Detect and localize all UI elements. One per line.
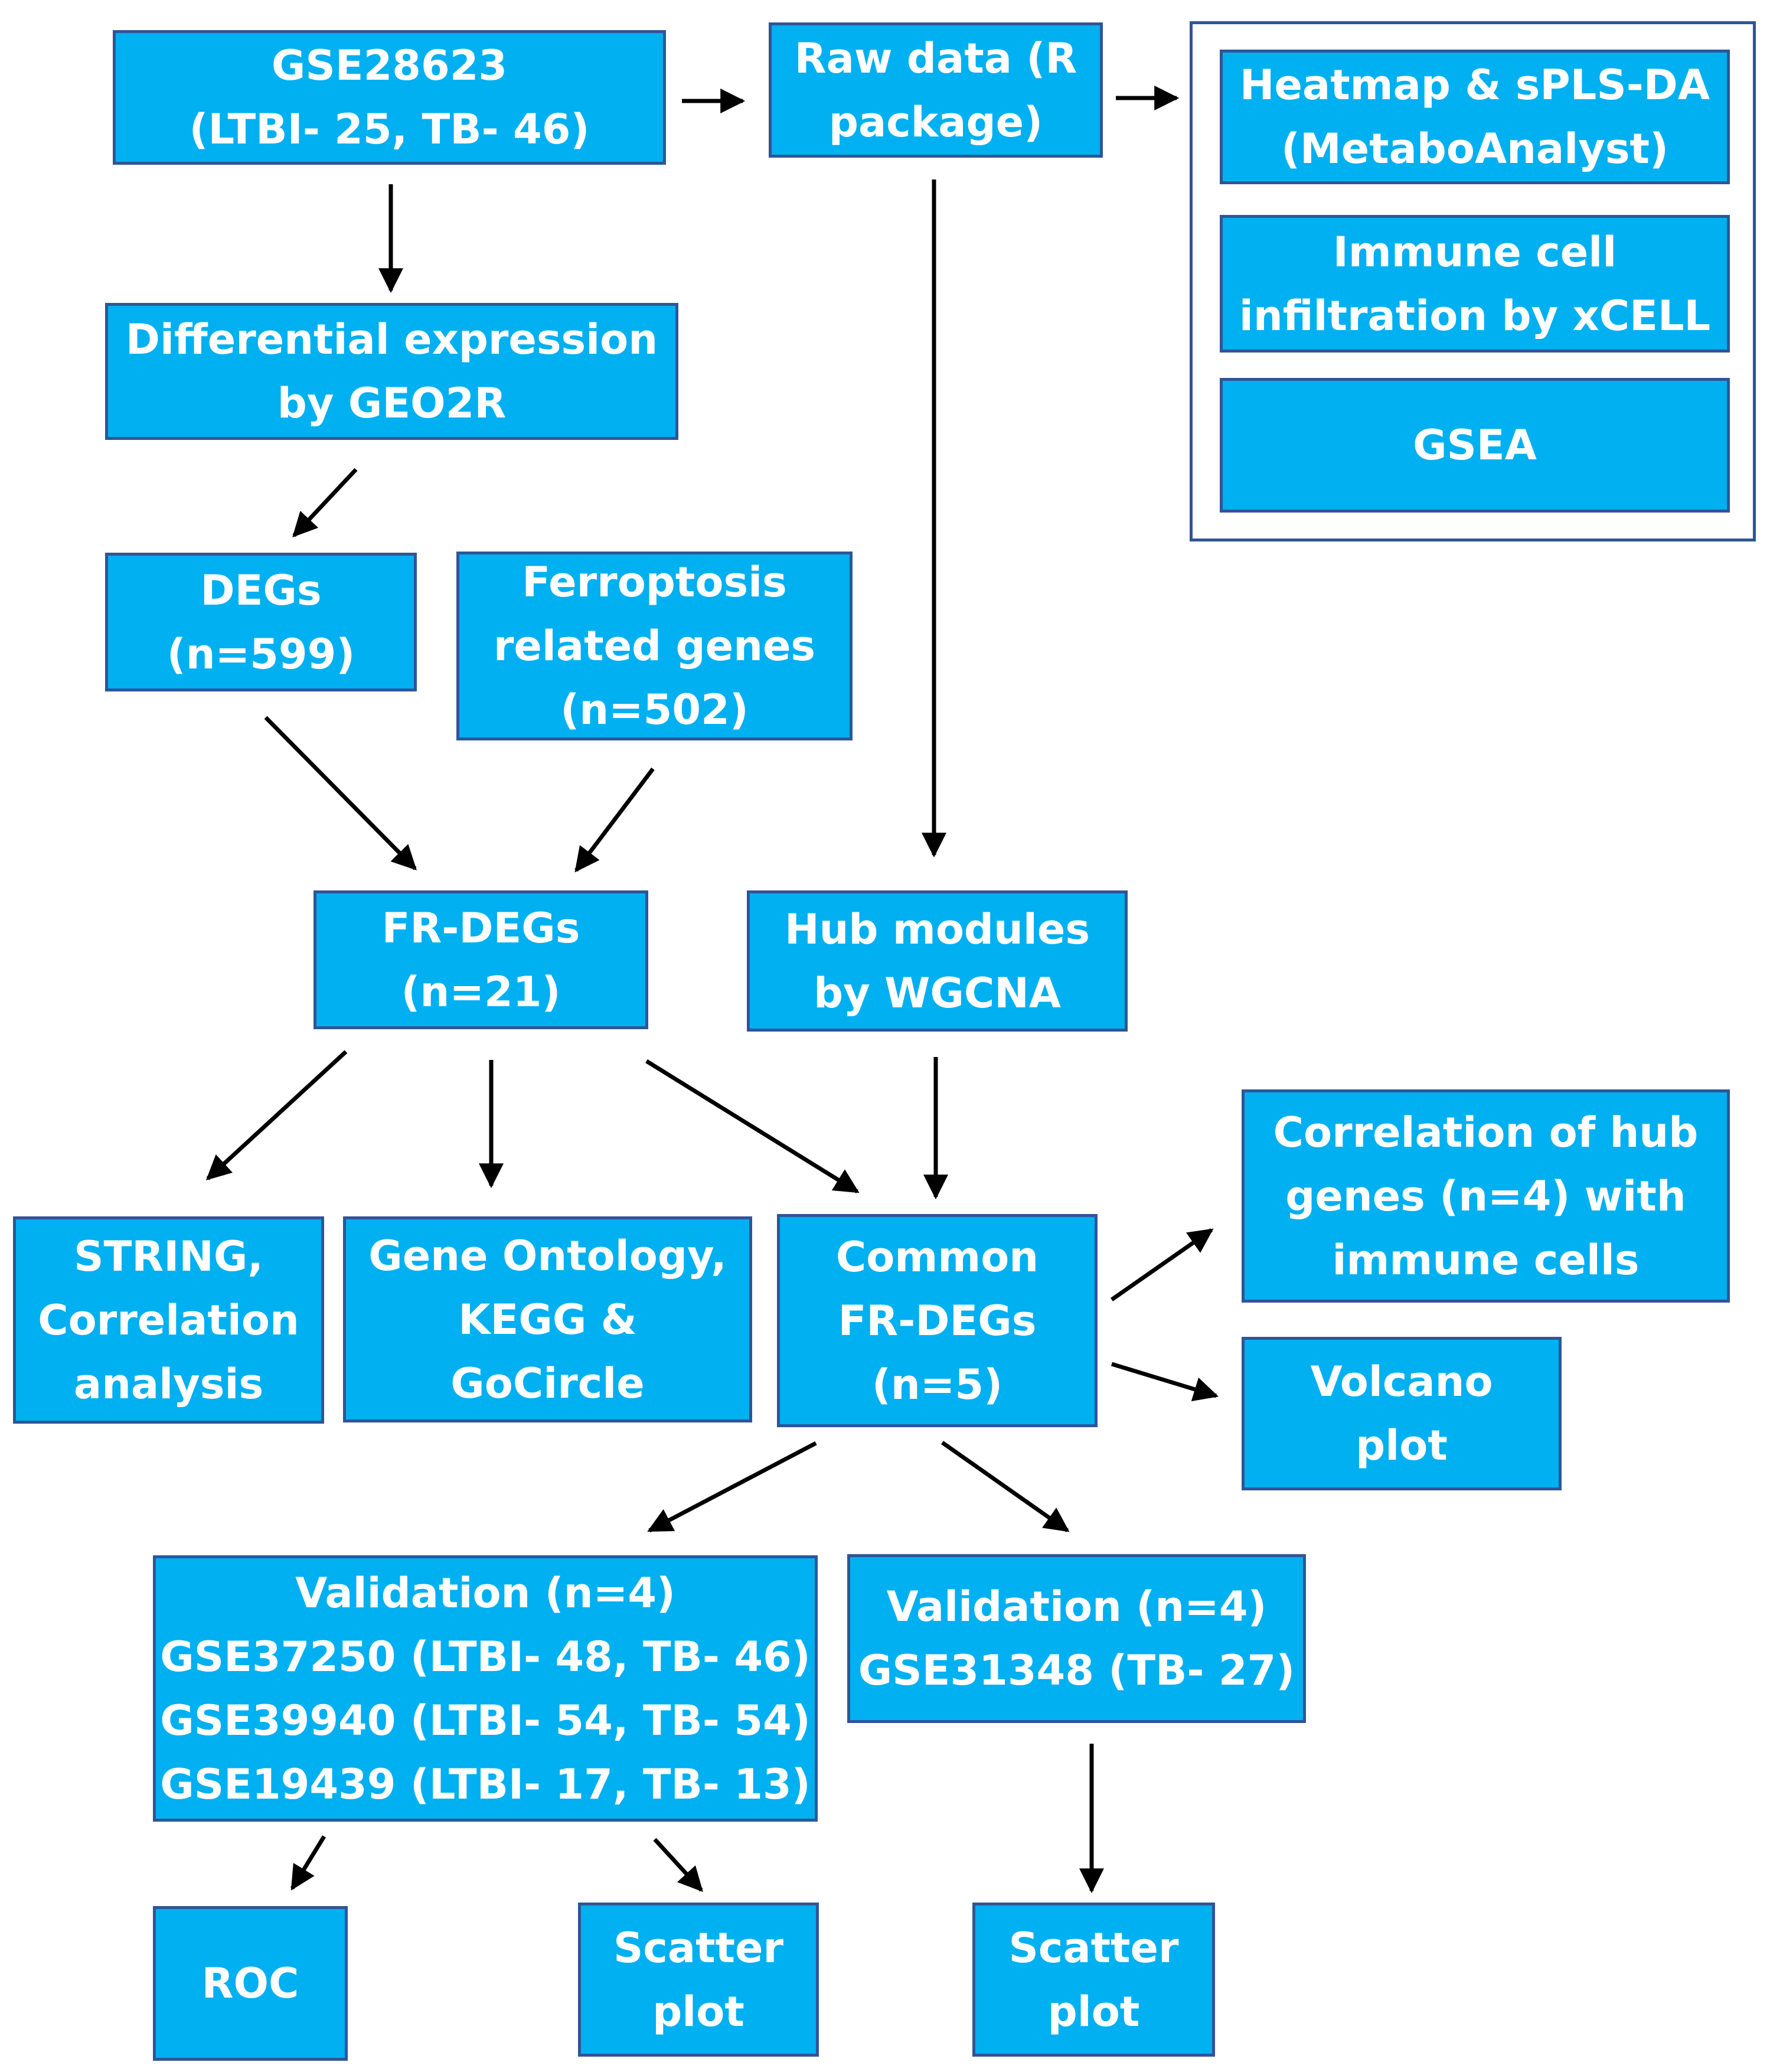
node-hub-modules-line-2: by WGCNA [814, 968, 1061, 1017]
node-raw-data-line-2: package) [828, 97, 1043, 146]
node-diff-expr-line-2: by GEO2R [277, 379, 507, 428]
node-scatter-left-line-2: plot [652, 1987, 744, 2036]
node-gene-ontology-line-1: Gene Ontology, [368, 1231, 727, 1280]
node-string: STRING, Correlation analysis [13, 1216, 324, 1424]
node-gene-ontology-line-2: KEGG & [458, 1295, 637, 1344]
node-correlation-hub-line-3: immune cells [1332, 1235, 1640, 1284]
node-immune-cell-line-2: infiltration by xCELL [1239, 291, 1711, 340]
node-raw-data: Raw data (R package) [769, 22, 1103, 158]
node-degs-line-1: DEGs [200, 566, 322, 615]
node-raw-data-line-1: Raw data (R [794, 34, 1077, 83]
node-immune-cell: Immune cell infiltration by xCELL [1220, 215, 1730, 353]
node-string-line-3: analysis [73, 1359, 264, 1408]
node-heatmap-line-1: Heatmap & sPLS-DA [1239, 61, 1710, 109]
arrow-valleft-to-scatter [653, 1838, 703, 1892]
arrow-frdegs-to-common [645, 1059, 860, 1193]
arrow-common-to-valright [940, 1441, 1070, 1532]
node-fr-degs-line-2: (n=21) [401, 967, 561, 1016]
node-gene-ontology: Gene Ontology, KEGG & GoCircle [343, 1216, 752, 1422]
node-fr-degs: FR-DEGs (n=21) [313, 890, 648, 1029]
node-correlation-hub-line-2: genes (n=4) with [1285, 1172, 1686, 1221]
arrow-common-to-corr [1110, 1228, 1214, 1301]
node-validation-left-line-2: GSE37250 (LTBI- 48, TB- 46) [160, 1632, 811, 1681]
node-common-fr-degs-line-2: FR-DEGs [838, 1296, 1037, 1345]
arrow-valleft-to-roc [290, 1835, 326, 1891]
node-common-fr-degs-line-1: Common [835, 1232, 1039, 1281]
node-ferroptosis-line-1: Ferroptosis [522, 558, 787, 606]
node-diff-expr-line-1: Differential expression [125, 315, 658, 364]
node-gsea: GSEA [1220, 378, 1730, 513]
node-degs-line-2: (n=599) [166, 629, 355, 678]
node-common-fr-degs: Common FR-DEGs (n=5) [777, 1214, 1098, 1427]
node-correlation-hub: Correlation of hub genes (n=4) with immu… [1242, 1089, 1730, 1303]
node-gse28623-line-2: (LTBI- 25, TB- 46) [189, 105, 590, 154]
node-validation-right-line-1: Validation (n=4) [886, 1582, 1267, 1631]
node-hub-modules-line-1: Hub modules [784, 905, 1090, 954]
node-volcano-line-1: Volcano [1310, 1358, 1493, 1406]
node-validation-left-line-1: Validation (n=4) [295, 1568, 675, 1617]
node-heatmap-line-2: (MetaboAnalyst) [1281, 125, 1668, 173]
node-common-fr-degs-line-3: (n=5) [871, 1360, 1003, 1409]
node-string-line-2: Correlation [38, 1296, 299, 1345]
node-roc-line-1: ROC [201, 1959, 299, 2008]
node-volcano-line-2: plot [1356, 1421, 1448, 1470]
node-immune-cell-line-1: Immune cell [1333, 227, 1617, 276]
arrow-degs-to-frdegs [264, 716, 417, 870]
node-string-line-1: STRING, [74, 1232, 263, 1281]
node-ferroptosis-line-2: related genes [493, 622, 816, 670]
node-validation-left-line-3: GSE39940 (LTBI- 54, TB- 54) [160, 1696, 811, 1745]
node-scatter-left-line-1: Scatter [613, 1923, 784, 1972]
arrow-common-to-valleft [647, 1441, 817, 1533]
arrow-diff-to-degs [292, 468, 358, 538]
node-gse28623: GSE28623 (LTBI- 25, TB- 46) [113, 30, 666, 165]
node-fr-degs-line-1: FR-DEGs [381, 903, 580, 952]
node-scatter-left: Scatter plot [578, 1903, 819, 2057]
node-scatter-right-line-2: plot [1047, 1987, 1140, 2036]
node-gsea-line-1: GSEA [1413, 421, 1537, 469]
node-ferroptosis-line-3: (n=502) [560, 686, 749, 734]
node-gse28623-line-1: GSE28623 [271, 41, 508, 90]
node-degs: DEGs (n=599) [105, 553, 417, 691]
node-gene-ontology-line-3: GoCircle [450, 1359, 645, 1408]
node-volcano: Volcano plot [1242, 1337, 1562, 1490]
arrow-frdegs-to-string [205, 1050, 348, 1180]
node-validation-left-line-4: GSE19439 (LTBI- 17, TB- 13) [160, 1760, 811, 1809]
node-correlation-hub-line-1: Correlation of hub [1273, 1108, 1699, 1157]
node-ferroptosis: Ferroptosis related genes (n=502) [456, 552, 853, 740]
node-validation-left: Validation (n=4) GSE37250 (LTBI- 48, TB-… [153, 1555, 818, 1822]
node-scatter-right-line-1: Scatter [1008, 1923, 1179, 1972]
node-hub-modules: Hub modules by WGCNA [747, 890, 1128, 1032]
node-diff-expr: Differential expression by GEO2R [105, 303, 678, 440]
node-roc: ROC [153, 1906, 348, 2061]
node-validation-right: Validation (n=4) GSE31348 (TB- 27) [847, 1554, 1306, 1723]
node-validation-right-line-2: GSE31348 (TB- 27) [858, 1646, 1295, 1695]
node-scatter-right: Scatter plot [972, 1903, 1215, 2057]
analysis-group-frame [1190, 21, 1756, 541]
arrow-common-to-volcano [1111, 1362, 1219, 1402]
arrow-ferro-to-frdegs [574, 767, 655, 873]
node-heatmap: Heatmap & sPLS-DA (MetaboAnalyst) [1220, 50, 1730, 184]
